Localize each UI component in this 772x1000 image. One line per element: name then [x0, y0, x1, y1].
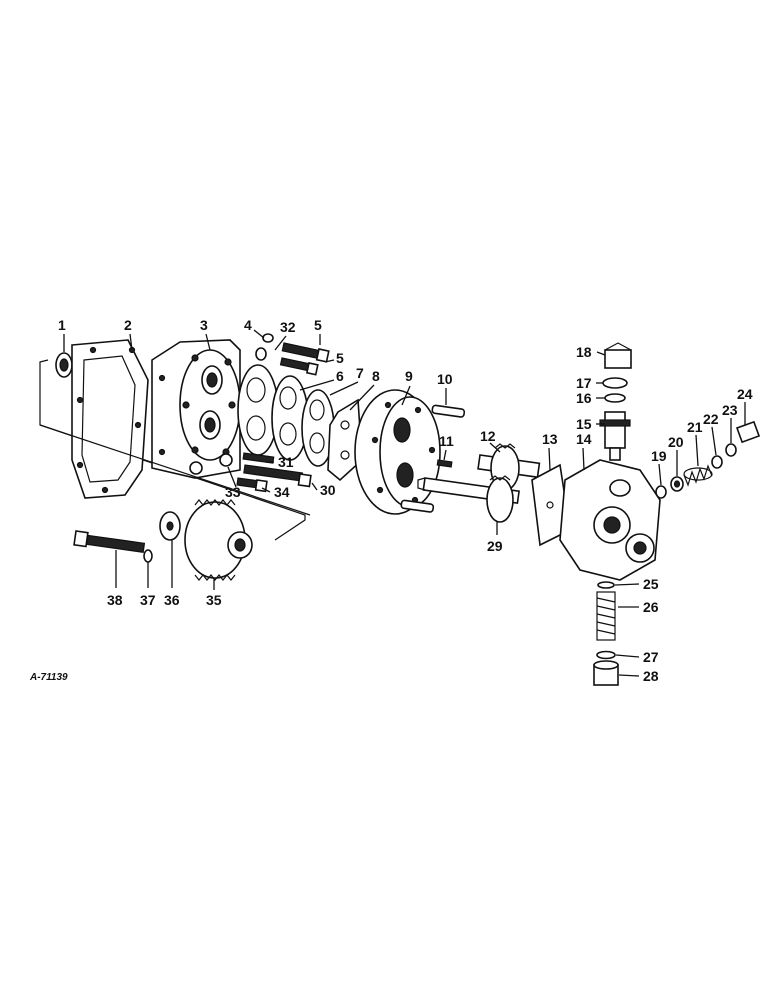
callout-25: 25: [643, 576, 659, 592]
callout-22: 22: [703, 411, 719, 427]
callout-27: 27: [643, 649, 659, 665]
callout-24: 24: [737, 386, 753, 402]
callout-17: 17: [576, 375, 592, 391]
part-8-gasket: [327, 398, 363, 482]
part-18-plug: [604, 342, 632, 369]
part-2-gasket: [71, 339, 149, 499]
part-38-bolt: [73, 530, 146, 553]
part-23-gasket: [725, 443, 737, 457]
part-15-valve: [599, 411, 631, 461]
part-35-drive-gear: [184, 499, 253, 581]
part-6-wear-plates: [237, 364, 309, 461]
part-25-washer: [597, 581, 615, 589]
callout-13: 13: [542, 431, 558, 447]
callout-10: 10: [437, 371, 453, 387]
callout-34: 34: [274, 484, 290, 500]
callout-2: 2: [124, 317, 132, 333]
callout-11: 11: [439, 433, 454, 449]
part-26-spring: [596, 591, 616, 641]
part-24-cap: [735, 420, 761, 444]
callout-labels: 1 2 3 4 32 5 5 6 7 8 9 10 11 12 13 14 15…: [29, 317, 753, 684]
callout-6: 6: [336, 368, 344, 384]
drawing-reference-code: A-71139: [29, 672, 68, 683]
part-36-washer: [159, 511, 181, 541]
callout-37: 37: [140, 592, 156, 608]
callout-30: 30: [320, 482, 336, 498]
callout-12: 12: [480, 428, 496, 444]
callout-4: 4: [244, 317, 252, 333]
callout-33: 33: [225, 484, 241, 500]
part-33-washer: [189, 453, 233, 475]
part-5-cap-screws: [279, 342, 330, 376]
part-16-o-ring: [604, 393, 626, 403]
part-37-lock-washer: [143, 549, 153, 563]
callout-28: 28: [643, 668, 659, 684]
part-10-dowel-pins: [400, 404, 466, 513]
callout-15: 15: [576, 416, 592, 432]
callout-26: 26: [643, 599, 659, 615]
callout-35: 35: [206, 592, 222, 608]
part-17-o-ring: [602, 377, 628, 389]
callout-8: 8: [372, 368, 380, 384]
part-3-housing: [151, 339, 241, 479]
callout-19: 19: [651, 448, 667, 464]
part-4-washer: [255, 333, 274, 361]
part-30-bolt: [243, 464, 312, 488]
callout-3: 3: [200, 317, 208, 333]
part-21-spring: [683, 464, 713, 487]
part-19-ball: [655, 485, 667, 499]
callout-9: 9: [405, 368, 413, 384]
part-34-bolt: [236, 477, 268, 493]
callout-5-upper: 5: [314, 317, 322, 333]
callout-29: 29: [487, 538, 503, 554]
callout-14: 14: [576, 431, 592, 447]
callout-38: 38: [107, 592, 123, 608]
part-29-drive-shaft: [417, 475, 520, 523]
callout-1: 1: [58, 317, 66, 333]
part-28-plug: [593, 660, 619, 686]
callout-20: 20: [668, 434, 684, 450]
part-31-bolt: [242, 452, 275, 464]
callout-32: 32: [280, 319, 296, 335]
part-14-cover: [559, 459, 661, 581]
part-27-o-ring: [596, 650, 616, 660]
callout-36: 36: [164, 592, 180, 608]
part-22-washer: [711, 455, 723, 469]
callout-31: 31: [278, 454, 294, 470]
callout-5-lower: 5: [336, 350, 344, 366]
gear-assembly-line: [39, 424, 311, 516]
part-9-gear-housing: [354, 389, 441, 515]
callout-18: 18: [576, 344, 592, 360]
leader-lines: [63, 329, 746, 677]
callout-21: 21: [687, 419, 703, 435]
callout-7: 7: [356, 365, 364, 381]
part-11-key: [436, 459, 453, 468]
callout-16: 16: [576, 390, 592, 406]
callout-23: 23: [722, 402, 738, 418]
part-20-seat: [670, 476, 684, 492]
